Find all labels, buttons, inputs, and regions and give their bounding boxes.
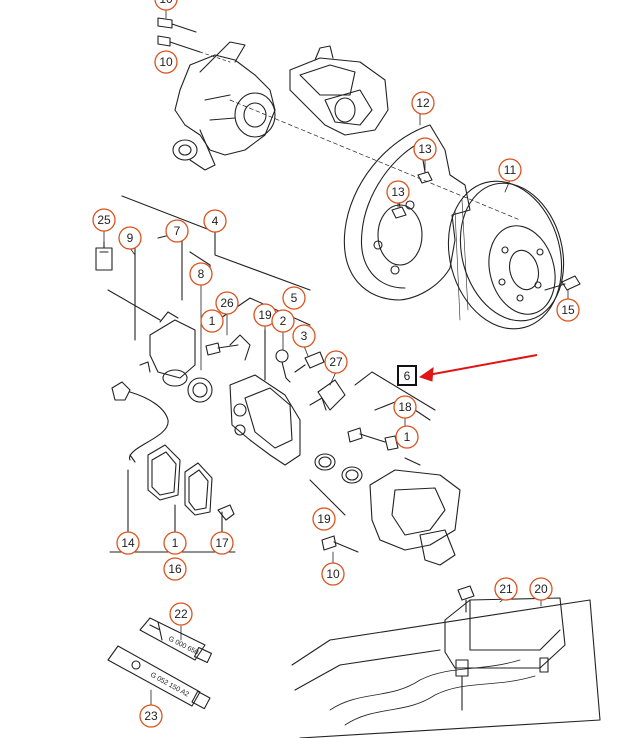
guide-spring-27 <box>309 379 346 411</box>
callout-10-top-circle <box>154 0 178 11</box>
callout-10-top: 10 <box>159 0 173 6</box>
callout-4: 4 <box>212 214 219 228</box>
parking-brake-caliper-motor <box>289 45 389 136</box>
guide-bolt-18-1 <box>347 427 399 451</box>
bolt-10-top <box>157 17 197 33</box>
callout-1a-circle <box>200 309 224 333</box>
callout-25-circle <box>92 208 116 232</box>
electronic-control-unit <box>444 597 566 711</box>
wheel-bearing-housing <box>172 41 276 171</box>
guide-pin-bolt-1 <box>205 342 239 356</box>
callout-3-circle <box>292 324 316 348</box>
callout-11: 11 <box>504 163 517 177</box>
caliper-group-bracket-4 <box>121 195 311 291</box>
callout-4-circle <box>203 209 227 233</box>
callout-8-circle <box>189 262 213 286</box>
carrier-bolt-10 <box>321 535 359 553</box>
red-arrow-icon <box>418 354 538 382</box>
callout-13b: 13 <box>391 185 405 199</box>
callout-25: 25 <box>97 213 111 227</box>
sensor-connector-25 <box>95 241 113 271</box>
brake-splash-shield <box>343 124 471 301</box>
callout-1c: 1 <box>172 536 179 550</box>
callout-19a: 19 <box>258 308 272 322</box>
callout-5-circle <box>282 286 306 310</box>
callout-26: 26 <box>220 296 234 310</box>
grease-tube-23 <box>107 645 211 710</box>
brake-pads <box>147 444 213 516</box>
callout-21-circle <box>494 577 518 601</box>
grease-tube-22 <box>139 617 213 664</box>
callout-1c-circle <box>163 531 187 555</box>
callout-22-circle <box>169 602 193 626</box>
callout-20-circle <box>529 577 553 601</box>
callout-10-upper: 10 <box>159 55 173 69</box>
axle-centerline <box>229 99 521 221</box>
callout-17-circle <box>210 531 234 555</box>
callout-15-circle <box>556 298 580 322</box>
callout-12: 12 <box>416 96 430 110</box>
bleeder-valve-3 <box>294 351 325 373</box>
callout-13a-circle <box>413 137 437 161</box>
callout-12-circle <box>411 91 435 115</box>
callout-7: 7 <box>174 224 181 238</box>
highlight-box <box>397 365 417 386</box>
callout-14-circle <box>116 531 140 555</box>
pad-clip-17 <box>217 504 235 521</box>
callout-9: 9 <box>127 231 134 245</box>
guide-bush-2 <box>275 349 291 383</box>
disc-retaining-screw-15 <box>544 275 581 291</box>
brake-disc <box>447 180 565 330</box>
callout-1b-circle <box>395 425 419 449</box>
bolt-10-upper <box>157 35 231 63</box>
callout-2-circle <box>271 309 295 333</box>
callout-9-circle <box>118 226 142 250</box>
callout-19b: 19 <box>317 512 331 526</box>
callout-15: 15 <box>561 303 575 317</box>
callout-1a: 1 <box>209 314 216 328</box>
vehicle-floor-panel <box>291 599 601 738</box>
callout-27: 27 <box>329 355 343 369</box>
callout-18-circle <box>393 395 417 419</box>
tube-23-label: G 052 150 A2 <box>149 672 190 699</box>
callout-10c-circle <box>321 562 345 586</box>
callout-10c: 10 <box>326 567 340 581</box>
callout-18: 18 <box>398 400 412 414</box>
callout-10-upper-circle <box>154 50 178 74</box>
callout-27-circle <box>324 350 348 374</box>
callout-13b-circle <box>386 180 410 204</box>
callout-23-circle <box>139 704 163 728</box>
seal-rings-19 <box>309 453 363 516</box>
callout-26-circle <box>215 291 239 315</box>
callout-14: 14 <box>121 536 135 550</box>
callout-16: 16 <box>168 562 182 576</box>
caliper-carrier <box>369 457 461 566</box>
callout-20: 20 <box>534 582 548 596</box>
callout-11-circle <box>498 158 522 182</box>
callout-5: 5 <box>291 291 298 305</box>
wear-sensor-cable-14 <box>111 381 169 463</box>
highlight-label: 6 <box>404 369 411 383</box>
callout-13a: 13 <box>418 142 432 156</box>
callout-3: 3 <box>301 329 308 343</box>
callout-1b: 1 <box>404 430 411 444</box>
callout-21: 21 <box>499 582 513 596</box>
callout-7-circle <box>165 219 189 243</box>
callout-17: 17 <box>215 536 229 550</box>
nut-21 <box>457 585 475 613</box>
callout-22: 22 <box>174 607 188 621</box>
callout-16-circle <box>163 557 187 581</box>
caliper-housing <box>229 334 301 466</box>
callout-8: 8 <box>198 267 205 281</box>
callout-23: 23 <box>144 709 158 723</box>
callout-2: 2 <box>280 314 287 328</box>
callout-19b-circle <box>312 507 336 531</box>
brake-cylinder-motor <box>139 311 213 403</box>
